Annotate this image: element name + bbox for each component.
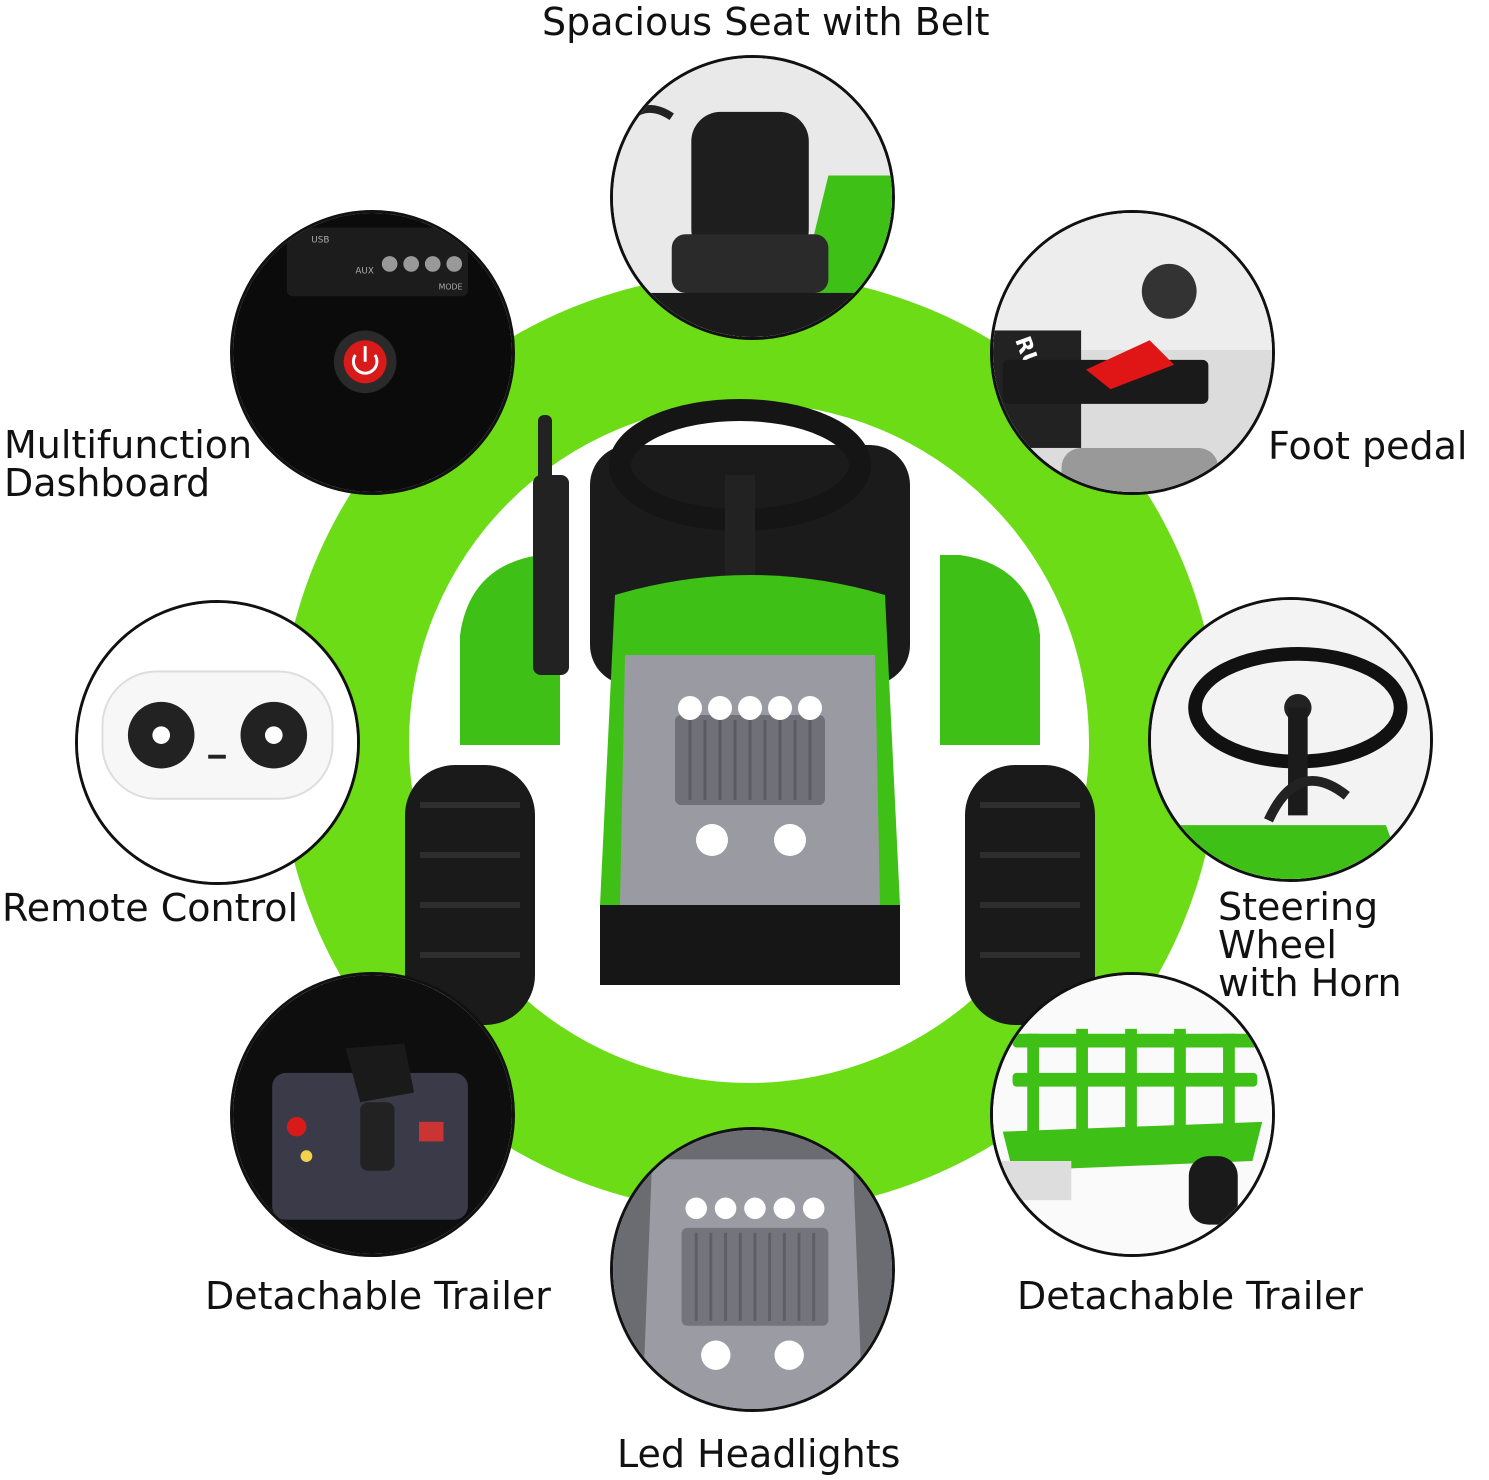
label-detachable-trailer-left: Detachable Trailer xyxy=(205,1274,551,1318)
dashboard-detail-bubble: USB AUX MODE xyxy=(230,210,515,495)
headlights-icon xyxy=(613,1130,892,1409)
label-seat: Spacious Seat with Belt xyxy=(542,0,990,44)
trailer-icon xyxy=(993,975,1272,1254)
label-steering-wheel: Steering Wheel with Horn xyxy=(1218,885,1402,1005)
label-remote-control: Remote Control xyxy=(2,886,299,930)
remote-control-detail-bubble xyxy=(75,600,360,885)
label-led-headlights: Led Headlights xyxy=(617,1432,901,1476)
steering-wheel-icon xyxy=(1151,600,1430,879)
tractor-hero-image xyxy=(400,385,1100,1085)
shifter-detail-bubble xyxy=(230,972,515,1257)
trailer-detail-bubble xyxy=(990,972,1275,1257)
label-foot-pedal: Foot pedal xyxy=(1268,424,1468,468)
foot-pedal-detail-bubble: RUCK xyxy=(990,210,1275,495)
remote-control-icon xyxy=(78,603,357,882)
svg-text:MODE: MODE xyxy=(439,282,463,291)
label-detachable-trailer-right: Detachable Trailer xyxy=(1017,1274,1363,1318)
foot-pedal-icon: RUCK xyxy=(993,213,1272,492)
seat-detail-bubble xyxy=(610,55,895,340)
headlights-detail-bubble xyxy=(610,1127,895,1412)
tractor-icon xyxy=(405,399,1095,1025)
seat-icon xyxy=(613,58,892,337)
svg-text:AUX: AUX xyxy=(355,267,373,277)
svg-text:USB: USB xyxy=(311,235,329,245)
power-button-icon: USB AUX MODE xyxy=(233,213,512,492)
steering-wheel-detail-bubble xyxy=(1148,597,1433,882)
gear-shifter-icon xyxy=(233,975,512,1254)
label-dashboard: Multifunction Dashboard xyxy=(4,423,253,505)
